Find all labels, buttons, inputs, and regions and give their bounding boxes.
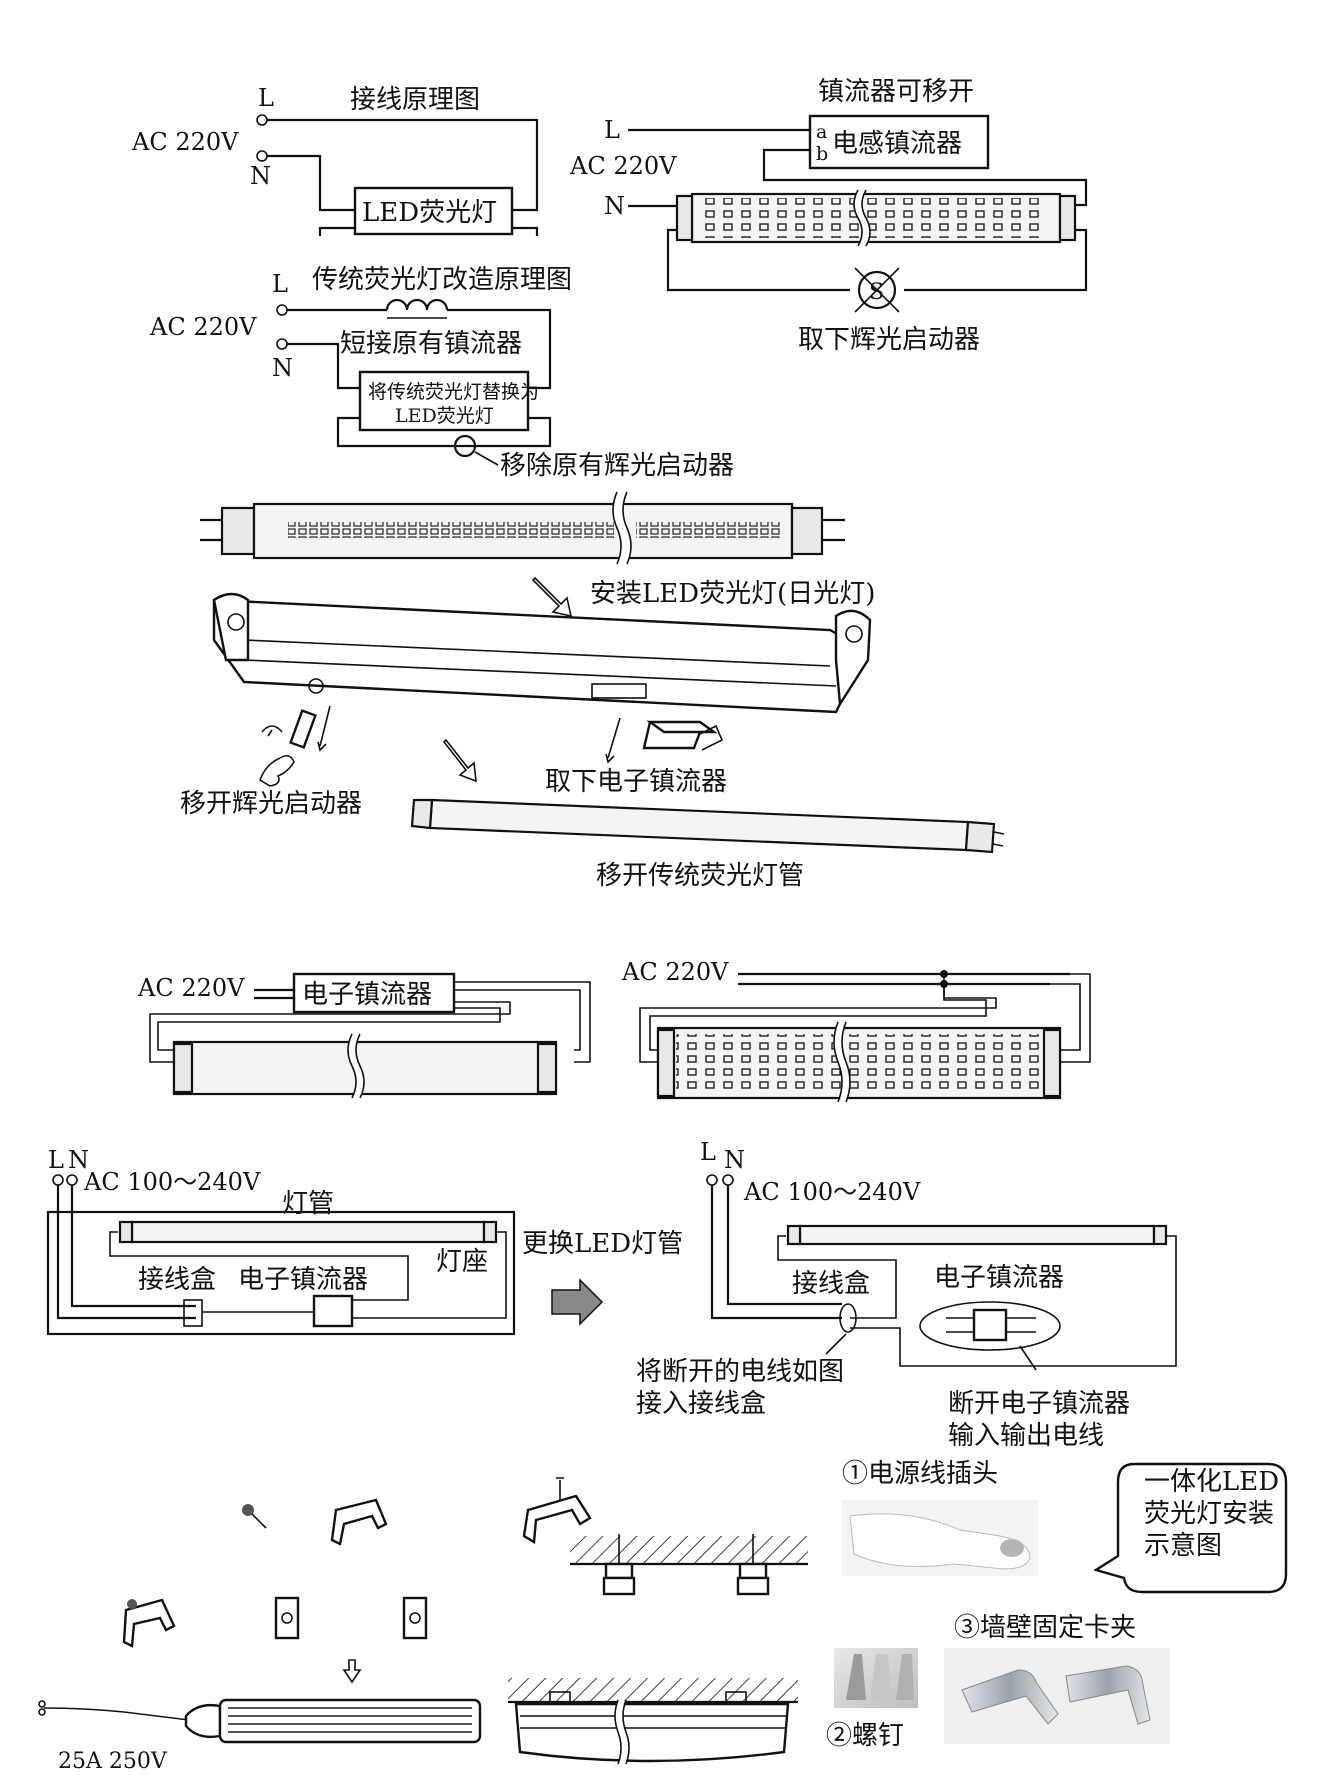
screw-icon [242, 1504, 267, 1529]
panel6-ballast-label: 电子镇流器 [238, 1265, 368, 1295]
panel6-ballast-box [312, 1294, 354, 1328]
panel3-starter-caption: 移除原有辉光启动器 [500, 451, 734, 481]
panel5-ballast-box [292, 972, 456, 1014]
plug-caption: ①电源线插头 [842, 1459, 998, 1489]
integrated-lamp [38, 1698, 482, 1744]
panel2-starter-caption: 取下辉光启动器 [798, 325, 980, 355]
panel1-n-label: N [250, 162, 271, 190]
panel2-l-label: L [604, 116, 620, 144]
inductive-ballast-label: 电感镇流器 [832, 129, 962, 159]
ballast-terminal-b: b [816, 143, 828, 165]
panel6-left-n: N [68, 1146, 89, 1174]
coil-symbol [385, 298, 449, 311]
panel1-title: 接线原理图 [350, 85, 480, 115]
replace-arrow [551, 1278, 604, 1326]
replace-caption: 更换LED灯管 [522, 1229, 683, 1259]
mount-plate-icon [274, 1596, 428, 1640]
panel6-left-source: AC 100～240V [83, 1168, 261, 1196]
led-tube-illustration [200, 489, 845, 567]
panel-integrated-fixture: 25A 250V ①电源线插头 一体化LED 荧光灯安装 示意图 ②螺钉 ③墙壁… [38, 1459, 1288, 1774]
callout-bubble [1093, 1462, 1288, 1594]
panel6-tube-label: 灯管 [282, 1189, 334, 1219]
panel-installation: 安装LED荧光灯(日光灯) 移开辉光启动器 取下电子镇流器 [180, 489, 1005, 891]
panel6-right-box-label: 接线盒 [792, 1269, 870, 1299]
panel1-source-label: AC 220V [131, 128, 239, 156]
panel6-right-ballast-label: 电子镇流器 [934, 1263, 1064, 1293]
panel3-lamp-line1: 将传统荧光灯替换为 [368, 381, 539, 403]
ballast-terminal-a: a [816, 121, 827, 143]
wire-l [267, 118, 539, 212]
ceiling-hatch-bottom [508, 1678, 798, 1702]
panel6-socket-label: 灯座 [436, 1247, 488, 1277]
callout-line3: 示意图 [1144, 1531, 1222, 1561]
disconnect-line1: 断开电子镇流器 [948, 1389, 1130, 1419]
led-lamp-box [353, 186, 514, 236]
inductive-ballast-box [808, 114, 990, 170]
remove-starter-caption: 移开辉光启动器 [180, 789, 362, 819]
panel6-right-source: AC 100～240V [743, 1178, 921, 1206]
panel-electronic-ballast-wiring: AC 220V 电子镇流器 AC 220V [137, 958, 1091, 1104]
ballast-removal-illustration [605, 717, 724, 764]
remove-ballast-caption: 取下电子镇流器 [545, 767, 727, 797]
terminal-n [256, 150, 268, 162]
panel3-n-label: N [272, 354, 293, 382]
panel3-lamp-box [358, 370, 530, 432]
starter-removal-illustration [259, 705, 331, 787]
install-caption: 安装LED荧光灯(日光灯) [590, 579, 875, 609]
panel6-right-tube [798, 1224, 1156, 1246]
wire-n [267, 154, 355, 212]
clip-mount-icon [522, 1494, 592, 1545]
panel3-l-label: L [272, 270, 288, 298]
screw-caption: ②螺钉 [826, 1721, 904, 1751]
panel5-left-tube [172, 1040, 558, 1096]
panel2-source-label: AC 220V [569, 152, 677, 180]
clip-with-screw-icon [122, 1598, 176, 1648]
clip-icon [330, 1498, 388, 1546]
panel-ballast-removable: 镇流器可移开 L AC 220V N a b 电感镇流器 S 取下辉光启动器 [569, 77, 1088, 355]
callout-line1: 一体化LED [1144, 1467, 1279, 1497]
rating-label: 25A 250V [58, 1749, 168, 1774]
panel-replacement-wiring: L N AC 100～240V 灯管 灯座 接线盒 电子镇流器 更换LED灯管 … [46, 1138, 1177, 1451]
panel1-l-label: L [258, 84, 274, 112]
ceiling-hatch-top [570, 1536, 808, 1564]
panel2-title: 镇流器可移开 [818, 77, 974, 107]
panel-wiring-principle: 接线原理图 L AC 220V N LED荧光灯 [131, 84, 539, 236]
panel3-source-label: AC 220V [149, 313, 257, 341]
install-arrow [531, 576, 573, 618]
fixture-illustration [212, 592, 872, 714]
panel3-ballast-caption: 短接原有镇流器 [340, 329, 522, 359]
panel6-right-l: L [700, 1138, 716, 1166]
starter-symbol-removed [857, 270, 897, 310]
disconnected-ballast-ellipse [919, 1301, 1061, 1351]
panel6-left-l: L [48, 1146, 64, 1174]
disconnect-line2: 输入输出电线 [948, 1421, 1104, 1451]
up-arrow-icon [342, 1659, 362, 1684]
panel5-ballast-label: 电子镇流器 [302, 980, 432, 1010]
connect-line2: 接入接线盒 [636, 1389, 766, 1419]
panel-retrofit-principle: 传统荧光灯改造原理图 L AC 220V N 短接原有镇流器 将传统荧光灯替换为… [149, 265, 734, 481]
remove-tube-caption: 移开传统荧光灯管 [596, 861, 804, 891]
panel2-n-label: N [604, 192, 625, 220]
remove-tube-arrow [442, 738, 477, 783]
panel6-junction-box [183, 1299, 203, 1327]
panel6-left-tube [130, 1220, 486, 1244]
panel6-right-n: N [724, 1146, 745, 1174]
panel6-fixture-frame [46, 1210, 516, 1336]
panel6-right-ballast-box [972, 1308, 1008, 1342]
removed-starter-symbol [453, 434, 477, 458]
panel6-box-label: 接线盒 [138, 1265, 216, 1295]
mounted-fixture [514, 1702, 790, 1763]
panel5-right-source: AC 220V [621, 958, 729, 986]
clip-caption: ③墙壁固定卡夹 [954, 1613, 1136, 1643]
old-tube-illustration [410, 798, 1005, 854]
callout-line2: 荧光灯安装 [1144, 1499, 1274, 1529]
junction-box-right [839, 1303, 857, 1333]
panel3-title: 传统荧光灯改造原理图 [312, 265, 572, 295]
panel5-left-source: AC 220V [137, 974, 245, 1002]
connect-line1: 将断开的电线如图 [636, 1357, 844, 1387]
panel3-lamp-line2: LED荧光灯 [395, 405, 494, 427]
led-lamp-label: LED荧光灯 [362, 198, 497, 228]
terminal-l [256, 114, 268, 126]
